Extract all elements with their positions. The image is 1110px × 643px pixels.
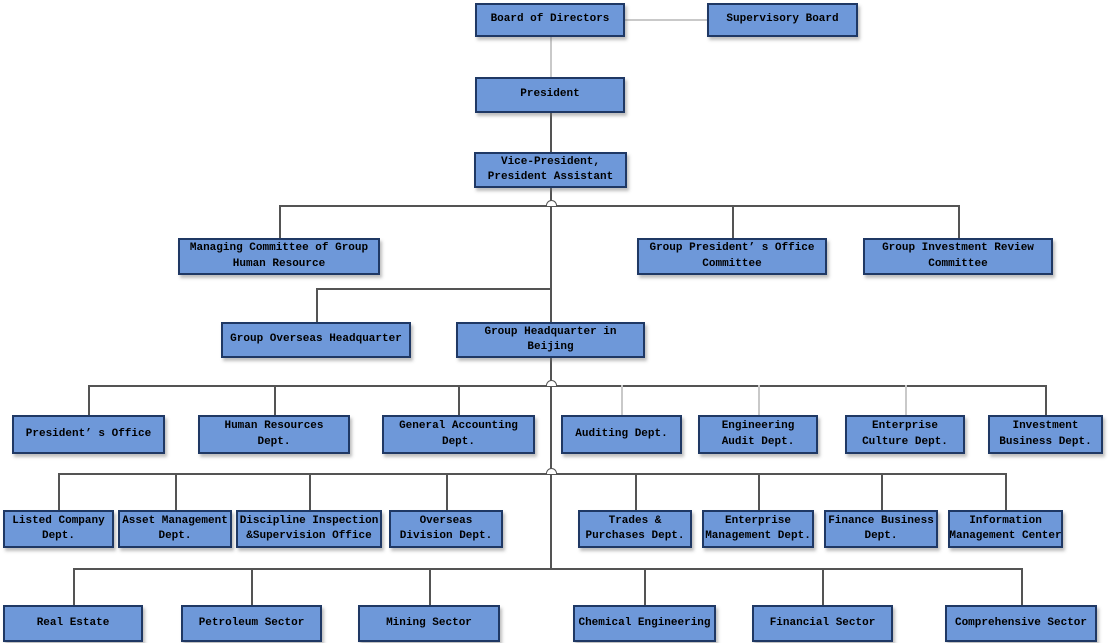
org-node-label: Mining Sector [386,616,472,629]
org-node-mining-sector: Mining Sector [358,605,500,642]
org-node-investment-business-dept: Investment Business Dept. [988,415,1103,454]
connector-line-vertical [429,568,431,605]
org-node-label: Investment Business Dept. [999,420,1092,448]
org-node-vice-president: Vice-President, President Assistant [474,152,627,188]
org-node-label: Trades & Purchases Dept. [585,514,685,542]
org-node-supervisory-board: Supervisory Board [707,3,858,37]
org-node-label: Comprehensive Sector [954,616,1088,629]
org-node-label: Enterprise Management Dept. [705,514,811,542]
connector-line-vertical [621,385,623,415]
org-node-label: Enterprise Culture Dept. [862,420,948,448]
org-node-label: Group Investment Review Committee [882,242,1034,270]
connector-line-vertical [309,473,311,510]
connector-line-horizontal [88,385,1045,387]
org-node-listed-company-dept: Listed Company Dept. [3,510,114,548]
org-node-president: President [475,77,625,113]
org-node-human-resources-dept: Human Resources Dept. [198,415,350,454]
org-node-group-headquarter-beijing: Group Headquarter in Beijing [456,322,645,358]
connector-line-horizontal [58,473,1005,475]
connector-line-vertical [550,37,552,77]
connector-line-vertical [73,568,75,605]
org-node-trades-purchases-dept: Trades & Purchases Dept. [578,510,692,548]
connector-line-vertical [958,205,960,238]
org-node-label: Group President’ s Office Committee [649,242,815,270]
org-node-financial-sector: Financial Sector [752,605,893,642]
connector-line-horizontal [316,288,550,290]
connector-line-vertical [1045,385,1047,415]
connector-line-vertical [316,288,318,322]
connector-line-vertical [1005,473,1007,510]
org-node-label: Group Overseas Headquarter [230,333,402,346]
org-node-managing-committee-hr: Managing Committee of Group Human Resour… [178,238,380,275]
connector-line-horizontal [279,205,958,207]
org-node-information-management-center: Information Management Center [948,510,1063,548]
org-node-label: Engineering Audit Dept. [721,420,795,448]
connector-line-vertical [550,358,552,568]
org-node-group-overseas-headquarter: Group Overseas Headquarter [221,322,411,358]
org-node-engineering-audit-dept: Engineering Audit Dept. [698,415,818,454]
org-node-label: Group Headquarter in Beijing [484,325,617,353]
connector-line-vertical [644,568,646,605]
connector-line-vertical [550,113,552,152]
org-node-finance-business-dept: Finance Business Dept. [824,510,938,548]
connector-line-vertical [905,385,907,415]
org-node-label: Listed Company Dept. [12,514,105,542]
line-crossing-hop [545,467,557,474]
line-crossing-hop [545,199,557,206]
connector-line-vertical [550,188,552,322]
org-node-chemical-engineering: Chemical Engineering [573,605,716,642]
connector-line-vertical [251,568,253,605]
connector-line-vertical [758,473,760,510]
connector-line-vertical [274,385,276,415]
org-node-petroleum-sector: Petroleum Sector [181,605,322,642]
org-node-label: Overseas Division Dept. [399,514,493,542]
connector-line-vertical [732,205,734,238]
org-node-label: Supervisory Board [726,13,839,26]
org-node-overseas-division-dept: Overseas Division Dept. [389,510,503,548]
connector-line-vertical [635,473,637,510]
org-node-label: Financial Sector [769,616,876,629]
connector-line-vertical [175,473,177,510]
org-node-label: Vice-President, President Assistant [487,155,614,183]
org-node-enterprise-management-dept: Enterprise Management Dept. [702,510,814,548]
org-node-general-accounting-dept: General Accounting Dept. [382,415,535,454]
org-node-discipline-inspection-office: Discipline Inspection &Supervision Offic… [236,510,382,548]
org-node-comprehensive-sector: Comprehensive Sector [945,605,1097,642]
org-node-group-presidents-office-cmte: Group President’ s Office Committee [637,238,827,275]
org-node-asset-management-dept: Asset Management Dept. [118,510,232,548]
org-node-label: Chemical Engineering [578,616,711,629]
connector-line-vertical [58,473,60,510]
org-node-real-estate: Real Estate [3,605,143,642]
org-node-label: Petroleum Sector [198,616,305,629]
connector-line-horizontal [625,19,707,21]
connector-line-vertical [881,473,883,510]
org-node-label: Finance Business Dept. [828,514,934,542]
org-node-label: Board of Directors [490,13,610,26]
connector-line-vertical [758,385,760,415]
connector-line-vertical [1021,568,1023,605]
org-node-label: Asset Management Dept. [122,514,228,542]
org-node-auditing-dept: Auditing Dept. [561,415,682,454]
line-crossing-hop [545,379,557,386]
org-node-group-investment-review-cmte: Group Investment Review Committee [863,238,1053,275]
org-node-label: Real Estate [36,616,110,629]
org-node-label: President [520,88,580,101]
org-node-label: Managing Committee of Group Human Resour… [189,242,369,270]
org-node-enterprise-culture-dept: Enterprise Culture Dept. [845,415,965,454]
org-node-label: Auditing Dept. [575,427,668,440]
org-node-presidents-office: President’ s Office [12,415,165,454]
connector-line-vertical [88,385,90,415]
org-node-label: Discipline Inspection &Supervision Offic… [239,514,379,542]
org-node-label: General Accounting Dept. [399,420,518,448]
connector-line-vertical [279,205,281,238]
org-node-board-of-directors: Board of Directors [475,3,625,37]
connector-line-horizontal [73,568,1021,570]
connector-line-vertical [458,385,460,415]
connector-line-vertical [446,473,448,510]
org-node-label: Information Management Center [949,514,1062,542]
connector-line-vertical [822,568,824,605]
org-node-label: Human Resources Dept. [224,420,324,448]
org-node-label: President’ s Office [25,427,152,440]
